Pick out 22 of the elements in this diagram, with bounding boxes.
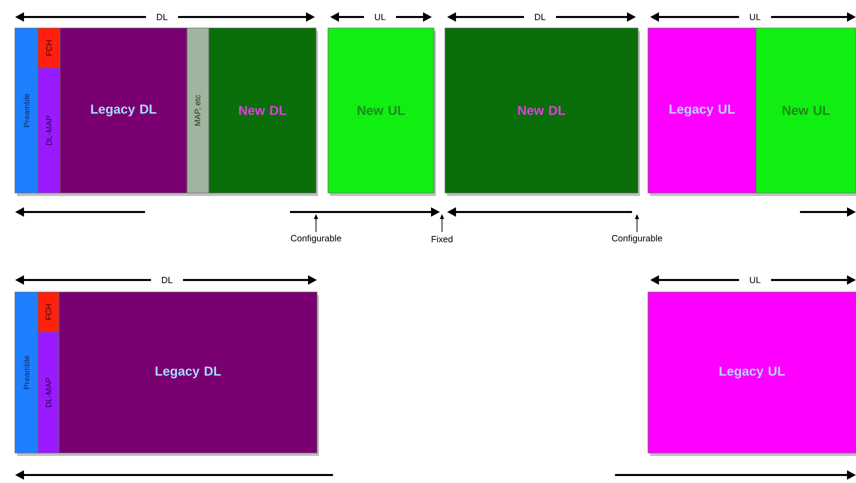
span-label: DL	[162, 276, 172, 284]
frame-segment: New DL	[208, 28, 316, 194]
frame-segment: New UL	[756, 28, 856, 194]
frame-field: Preamble	[14, 292, 38, 454]
frame-field: Preamble	[14, 28, 38, 194]
frame-segment: Legacy DL	[58, 292, 318, 454]
frame-segment: Legacy UL	[648, 28, 756, 194]
frame-field: MAP, etc	[186, 28, 210, 194]
frame-field: DL-MAP	[38, 332, 60, 454]
frame-field: FCH	[38, 292, 60, 332]
frame-field: FCH	[38, 28, 60, 68]
span-label: DL	[157, 14, 168, 20]
frame-field: DL-MAP	[38, 68, 60, 194]
frame-segment: New DL	[444, 28, 638, 194]
pointer-label: Configurable	[290, 234, 342, 244]
frame-segment: Legacy UL	[648, 292, 856, 454]
frame-segment: New UL	[328, 28, 434, 194]
span-label: UL	[750, 276, 760, 284]
pointer-label: Configurable	[612, 234, 662, 244]
span-label: UL	[750, 14, 760, 20]
frame-segment: Legacy DL	[60, 28, 188, 194]
pointer-label: Fixed	[432, 236, 452, 242]
